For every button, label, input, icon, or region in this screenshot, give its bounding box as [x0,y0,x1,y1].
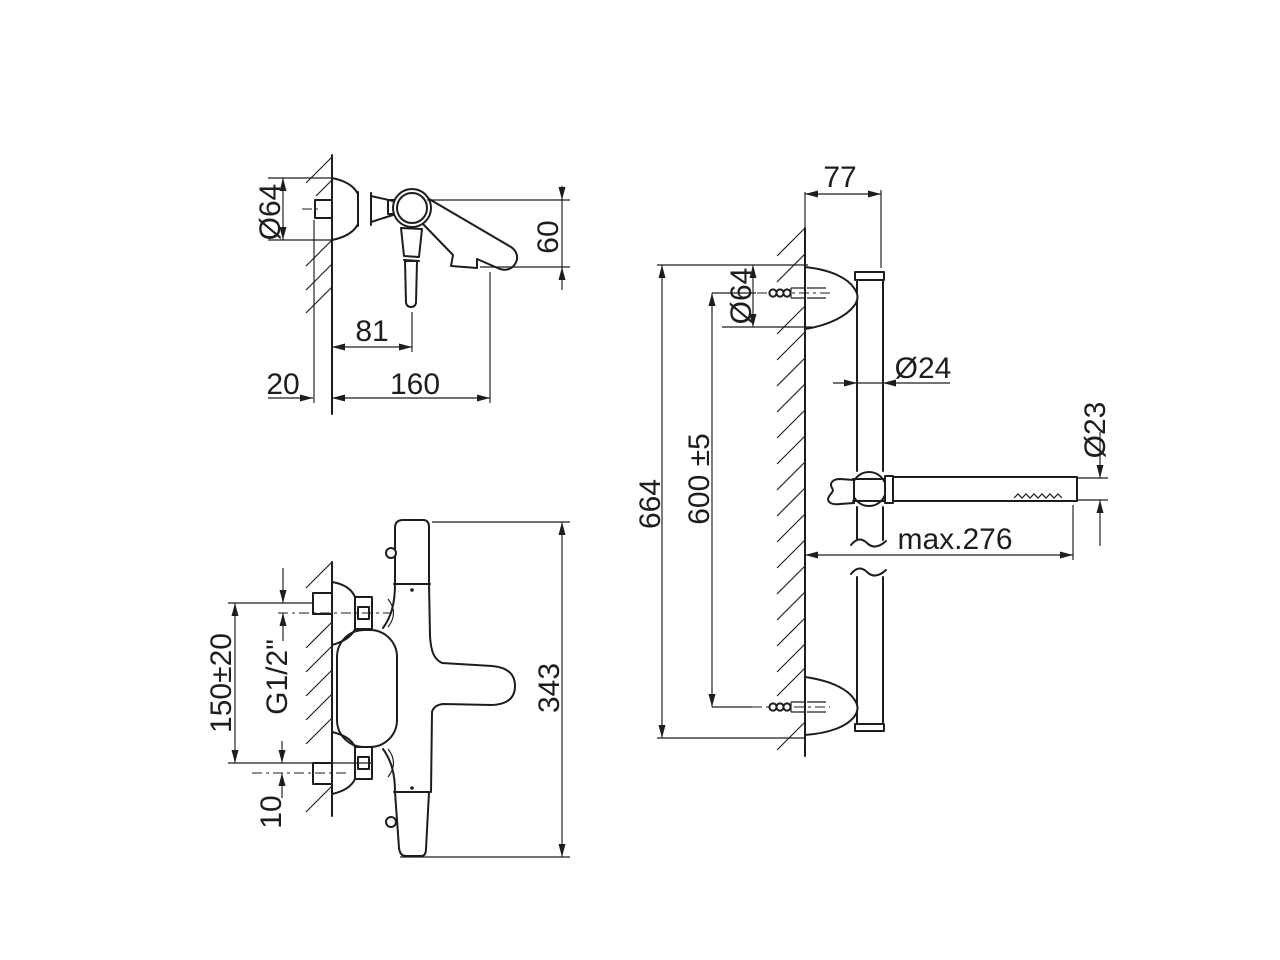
dim-label-inlet-offset: 10 [255,795,288,828]
hose-stub [827,478,855,506]
top-handle [394,519,430,585]
dim-inlet-spacing: 150±20 G1/2" [205,603,294,763]
dim-bracket-spacing: 600 ±5 [683,292,756,708]
dim-wall-clearance-and-reach: 20 160 [266,220,491,403]
rail-bottom-cap [854,723,885,732]
escutcheon-bell [331,177,359,241]
rail-top-cap [854,271,885,281]
bottom-handle-button [385,816,397,828]
wall-screw-bottom [752,701,830,713]
view-mixer-front: 343 150±20 G1/2" 10 [205,519,570,858]
view-mixer-side: Ø64 60 81 20 160 [254,154,570,415]
handshower-assembly [827,471,1078,507]
dim-rail-dia: Ø24 [833,352,951,387]
dim-label-wall-clearance: 20 [266,368,299,401]
wall-union-square [314,199,333,219]
spray-serration [1013,493,1063,499]
dim-label-handset-dia: Ø23 [1079,402,1112,459]
dim-bracket-projection: 77 [804,161,882,268]
dim-label-rail-overall-height: 664 [634,479,667,529]
handle-stem [404,260,418,308]
dim-bracket-dia: Ø64 [657,264,812,328]
dim-spout-drop: 60 [427,186,570,290]
dim-label-overall-height: 343 [533,663,566,713]
spout [420,195,519,271]
dim-label-spout-center: 81 [355,315,388,348]
handle-cone [400,227,423,258]
dim-label-inlet-thread: G1/2" [261,639,294,715]
dim-label-escutcheon-dia: Ø64 [254,184,287,241]
wall-screw-top [757,287,830,299]
wall-hatching [305,561,333,813]
dim-label-spout-drop: 60 [532,220,565,253]
dim-inlet-offset-top [279,568,287,641]
rail-break-upper [850,538,887,548]
bottom-handle [394,791,430,857]
dim-label-rail-dia: Ø24 [895,352,952,385]
dim-label-spout-reach: 160 [390,368,440,401]
dim-label-handset-length: max.276 [897,523,1012,556]
dim-label-bracket-dia: Ø64 [725,268,758,325]
dim-overall-height: 343 [400,521,570,858]
rail-bracket-top [804,266,859,330]
dim-label-inlet-spacing: 150±20 [205,633,238,733]
dim-inlet-offset: 10 [255,741,288,829]
mixer-body-front [336,519,516,857]
rail-bracket-bottom [804,676,859,736]
valve-ring-inner [396,192,428,224]
dim-label-bracket-projection: 77 [823,161,856,194]
dim-escutcheon-dia: Ø64 [254,177,332,241]
mixer-body-side [302,177,519,308]
dim-handset-dia: Ø23 [1077,402,1112,546]
cartridge-housing [336,629,398,748]
supply-nut-bottom [312,762,333,785]
handshower-wand [892,476,1078,502]
dim-spout-center: 81 [332,312,413,352]
inlet-connections [228,581,395,795]
rail-break-lower [850,567,887,577]
dim-handset-length: max.276 [805,505,1074,560]
valve-ring-outer [392,188,432,228]
wall-hatching [776,227,806,751]
wall-hatching [305,156,333,314]
dim-overall-height: 664 [634,265,806,739]
supply-nut-top [312,592,333,615]
top-handle-button [385,547,397,559]
inlet-union-top [354,596,373,630]
handshower-collar [884,475,894,504]
dim-label-bracket-spacing: 600 ±5 [683,433,716,525]
view-slide-rail: 77 Ø64 664 600 ±5 [634,161,1112,757]
spout-front [428,583,516,793]
slide-rail [804,266,887,736]
